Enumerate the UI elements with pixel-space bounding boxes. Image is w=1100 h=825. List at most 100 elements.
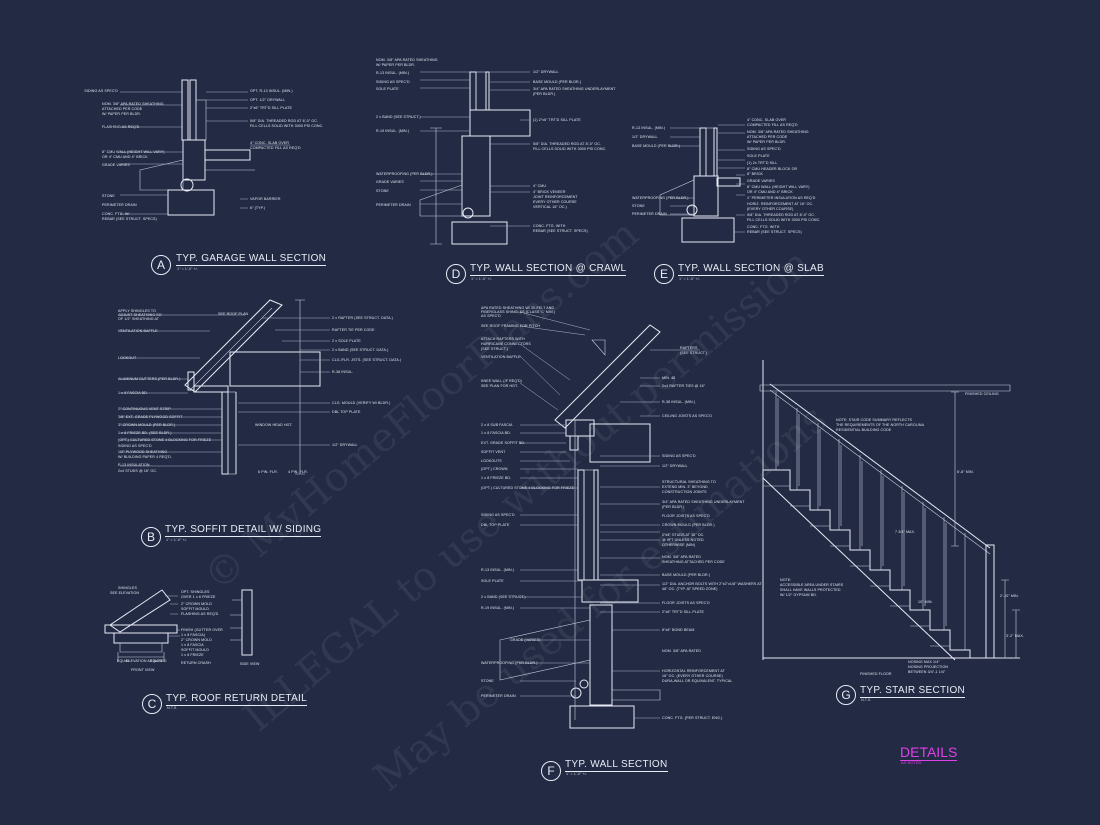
note-e-r20: REBAR (SEE STRUCT. SPECS) — [747, 230, 802, 234]
note-d-5: SOLE PLATE — [376, 87, 399, 91]
note-c-18: FRONT VIEW — [131, 668, 155, 672]
detail-b-scale: 1" = 1'-0" +/- — [166, 538, 187, 542]
note-e-4: WATERPROOFING (PER BLDR.) — [632, 196, 689, 200]
note-d-10: STONE — [376, 189, 389, 193]
note-f-20: DBL TOP PLATE — [481, 523, 510, 527]
note-b-6: ALUMINUM GUTTERS (PER BLDR.) — [118, 377, 181, 381]
note-f-7: (SEE STRUCT.) — [481, 347, 509, 351]
note-e-r12: 8" CMU WALL (HEIGHT WILL VARY) — [747, 185, 810, 189]
note-c-9: 1 x 8 FASCIA) — [181, 633, 206, 637]
detail-g-title: TYP. STAIR SECTION — [860, 685, 966, 698]
sheet-subtitle: AS NOTED — [901, 760, 922, 765]
note-e-r10: 8" BRICK — [747, 172, 764, 176]
note-f-r16: 2"x4" STUDS AT 16" OC. — [662, 533, 705, 537]
note-d-r14: REBAR (SEE STRUCT. SPECS) — [533, 229, 588, 233]
note-b-r13: 4 PIN. FLR. — [288, 470, 308, 474]
note-c-8: FINISH (GUTTER OVER — [181, 628, 223, 632]
note-b-14: 1/2" PLYWOOD SHEATHING — [118, 450, 168, 454]
note-e-1: R-13 INSUL. (MIN.) — [632, 126, 666, 130]
note-c-3: OPT. SHINGLES — [181, 590, 210, 594]
note-b-13: SIDING AS SPEC'D — [118, 444, 152, 448]
note-a-cmu-2: OR 4" CMU AND 4" BRICK — [102, 155, 148, 159]
note-d-r3: 3/4" APA RATED SHEATHING UNDERLAYMENT — [533, 87, 616, 91]
note-b-r10: SEE ROOF PLAN — [218, 312, 249, 316]
note-d-8: WATERPROOFING (PER BLDR.) — [376, 172, 433, 176]
note-e-r11: GRADE VARIES — [747, 179, 775, 183]
detail-b-title: TYP. SOFFIT DETAIL W/ SIDING — [165, 524, 322, 537]
detail-d-title: TYP. WALL SECTION @ CRAWL — [470, 263, 627, 276]
detail-b-tag: B — [141, 527, 161, 547]
note-d-2: W/ PAPER PER BLDR. — [376, 63, 416, 67]
note-c-1: SHINGLES — [118, 586, 137, 590]
note-f-r4: 2x4 RAFTER TIES @ 16" — [662, 384, 706, 388]
note-g-17: 3'-2" MAX. — [1006, 634, 1024, 638]
note-f-17: 1 x 8 FRIEZE BD. — [481, 476, 512, 480]
note-g-3: RESIDENTIAL BUILDING CODE — [836, 428, 892, 432]
note-b-10: 3" CROWN MOULD (PER BLDR.) — [118, 423, 176, 427]
note-f-19: SIDING AS SPEC'D — [481, 513, 515, 517]
note-f-22: SOLE PLATE — [481, 579, 504, 583]
note-b-7: 1 x 8 FASCIA BD. — [118, 391, 148, 395]
note-f-11: 2 x 8 SUB FASCIA — [481, 423, 513, 427]
note-e-r2: COMPACTED FILL AS REQ'D — [747, 123, 798, 127]
note-f-r27: NOM. 3/8" APA RATED — [662, 649, 701, 653]
note-g-15: 7 3/4" MAX. — [895, 530, 916, 534]
note-g-12: FINISHED FLOOR — [860, 672, 892, 676]
note-g-13: 6'-8" MIN. — [957, 470, 974, 474]
detail-e-tag: E — [654, 264, 674, 284]
note-a-slab-1: 4" CONC. SLAB OVER — [250, 141, 290, 145]
note-g-2: THE REQUIREMENTS OF THE NORTH CAROLINA — [836, 423, 925, 427]
note-e-2: 1/2" DRYWALL — [632, 135, 658, 139]
note-g-8: W/ 1/2" GYPSUM BD. — [780, 593, 818, 597]
detail-e-title: TYP. WALL SECTION @ SLAB — [678, 263, 824, 276]
note-f-r12: 3/4" APA RATED SHEATHING UNDERLAYMENT — [662, 500, 745, 504]
note-e-r3: NOM. 3/8" APA RATED SHEATHING — [747, 130, 809, 134]
note-f-r29: 16" OC. (EVERY OTHER COURSE) — [662, 674, 723, 678]
note-e-5: STONE — [632, 204, 645, 208]
detail-a-title: TYP. GARAGE WALL SECTION — [176, 253, 327, 266]
note-f-r15: CROWN MOULD (PER BLDR.) — [662, 523, 715, 527]
note-b-r1: 2 x RAFTER (SEE STRUCT. DATA.) — [332, 316, 393, 320]
note-d-r9: 4" BRICK VENEER — [533, 190, 566, 194]
note-e-r18: FILL CELLS SOLID WITH 3000 PSI CONC. — [747, 218, 821, 222]
note-d-r5: (1) 2"x6" TRT'D SILL PLATE — [533, 118, 581, 122]
detail-f-linework — [499, 311, 700, 729]
note-e-r5: W/ PAPER PER BLDR. — [747, 140, 787, 144]
note-d-r13: CONC. FTG. WITH — [533, 224, 566, 228]
note-f-r9: STRUCTURAL SHEATHING TO — [662, 480, 716, 484]
note-c-16: EQUAL — [150, 659, 163, 663]
note-d-r7: FILL CELLS SOLID WITH 3000 PSI CONC. — [533, 147, 607, 151]
detail-d-scale: 1" = 1'-0" +/- — [471, 277, 492, 281]
note-b-r8: DBL TOP PLATE — [332, 410, 361, 414]
note-g-4: FINISHED CEILING — [965, 392, 999, 396]
note-f-10: SEE PLAN FOR HGT. — [481, 384, 519, 388]
note-b-5: LOOKOUT — [118, 356, 137, 360]
note-f-r19: NOM. 3/8" APA RATED — [662, 555, 701, 559]
note-g-6: ACCESSIBLE AREA UNDER STAIRS — [780, 583, 844, 587]
note-c-13: 1 x 6 FRIEZE — [181, 653, 204, 657]
detail-c-title: TYP. ROOF RETURN DETAIL — [166, 693, 307, 706]
note-f-9: KNEE WALL (IF REQ'D) — [481, 379, 522, 383]
note-d-r2: BASE MOULD (PER BLDR.) — [533, 80, 582, 84]
note-f-5: ATTACH RAFTERS WITH — [481, 337, 525, 341]
detail-a-scale: 1" = 1'-0" +/- — [177, 267, 198, 271]
detail-e-scale: 1" = 1'-0" +/- — [679, 277, 700, 281]
detail-c-scale: N.T.S. — [167, 706, 178, 710]
note-d-11: PERIMETER DRAIN — [376, 203, 411, 207]
note-f-28: PERIMETER DRAIN — [481, 694, 516, 698]
note-g-14: 10" MIN. — [918, 600, 933, 604]
note-g-1: NOTE: STAIR CODE SUMMARY REFLECTS — [836, 418, 912, 422]
note-b-3: OF 1/2" SHEATHING AT — [118, 317, 160, 321]
note-e-r14: 1" PERIMETER INSULATION AS REQ'D — [747, 196, 816, 200]
note-f-r3: MIN. 45 — [662, 376, 676, 380]
note-a-stone: STONE — [102, 194, 115, 198]
note-f-r6: CEILING JOISTS AS SPEC'D — [662, 414, 713, 418]
note-d-3: R-13 INSUL. (MIN.) — [376, 71, 410, 75]
note-f-13: EXT. GRADE SOFFIT BD. — [481, 441, 526, 445]
note-c-5: 2" CROWN MOLD — [181, 602, 212, 606]
note-d-r6: 5/8" DIA. THREADED ROD AT 8'-0" OC. — [533, 142, 602, 146]
note-f-3: AS SPEC'D — [481, 314, 501, 318]
detail-d-tag: D — [446, 264, 466, 284]
note-f-r21: BASE MOULD (PER BLDR.) — [662, 573, 711, 577]
note-a-typ: 6" (TYP.) — [250, 206, 266, 210]
